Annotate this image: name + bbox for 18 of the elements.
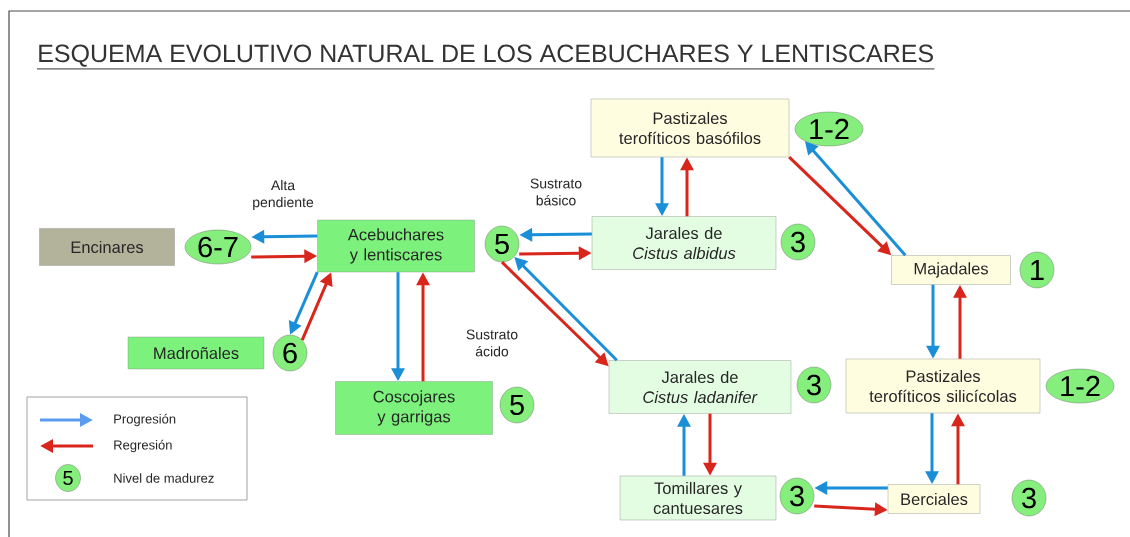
community-box: Jarales de Cistus albidus xyxy=(591,216,777,270)
community-box: Jarales de Cistus ladanifer xyxy=(608,360,792,414)
community-box: Coscojares y garrigas xyxy=(335,381,493,435)
community-box: Pastizales terofíticos basófilos xyxy=(590,98,790,158)
community-box: Berciales xyxy=(887,484,981,514)
community-box: Madroñales xyxy=(127,336,265,370)
legend-text: Regresión xyxy=(114,439,172,453)
edge-label: Sustrato básico xyxy=(519,177,593,207)
community-box: Majadales xyxy=(891,255,1011,285)
title: ESQUEMA EVOLUTIVO NATURAL DE LOS ACEBUCHARES Y LENTISCARES xyxy=(39,44,933,67)
community-box: Tomillares y cantuesares xyxy=(619,475,777,521)
legend-text: Nivel de madurez xyxy=(114,473,214,483)
community-box: Encinares xyxy=(39,228,175,266)
legend-text: Progresión xyxy=(114,413,176,427)
community-box: Acebuchares y lentiscares xyxy=(317,219,475,273)
edge-label: Alta pendiente xyxy=(246,178,320,211)
edge-label: Sustrato ácido xyxy=(455,328,529,358)
community-box: Pastizales terofíticos silicícolas xyxy=(845,358,1041,414)
